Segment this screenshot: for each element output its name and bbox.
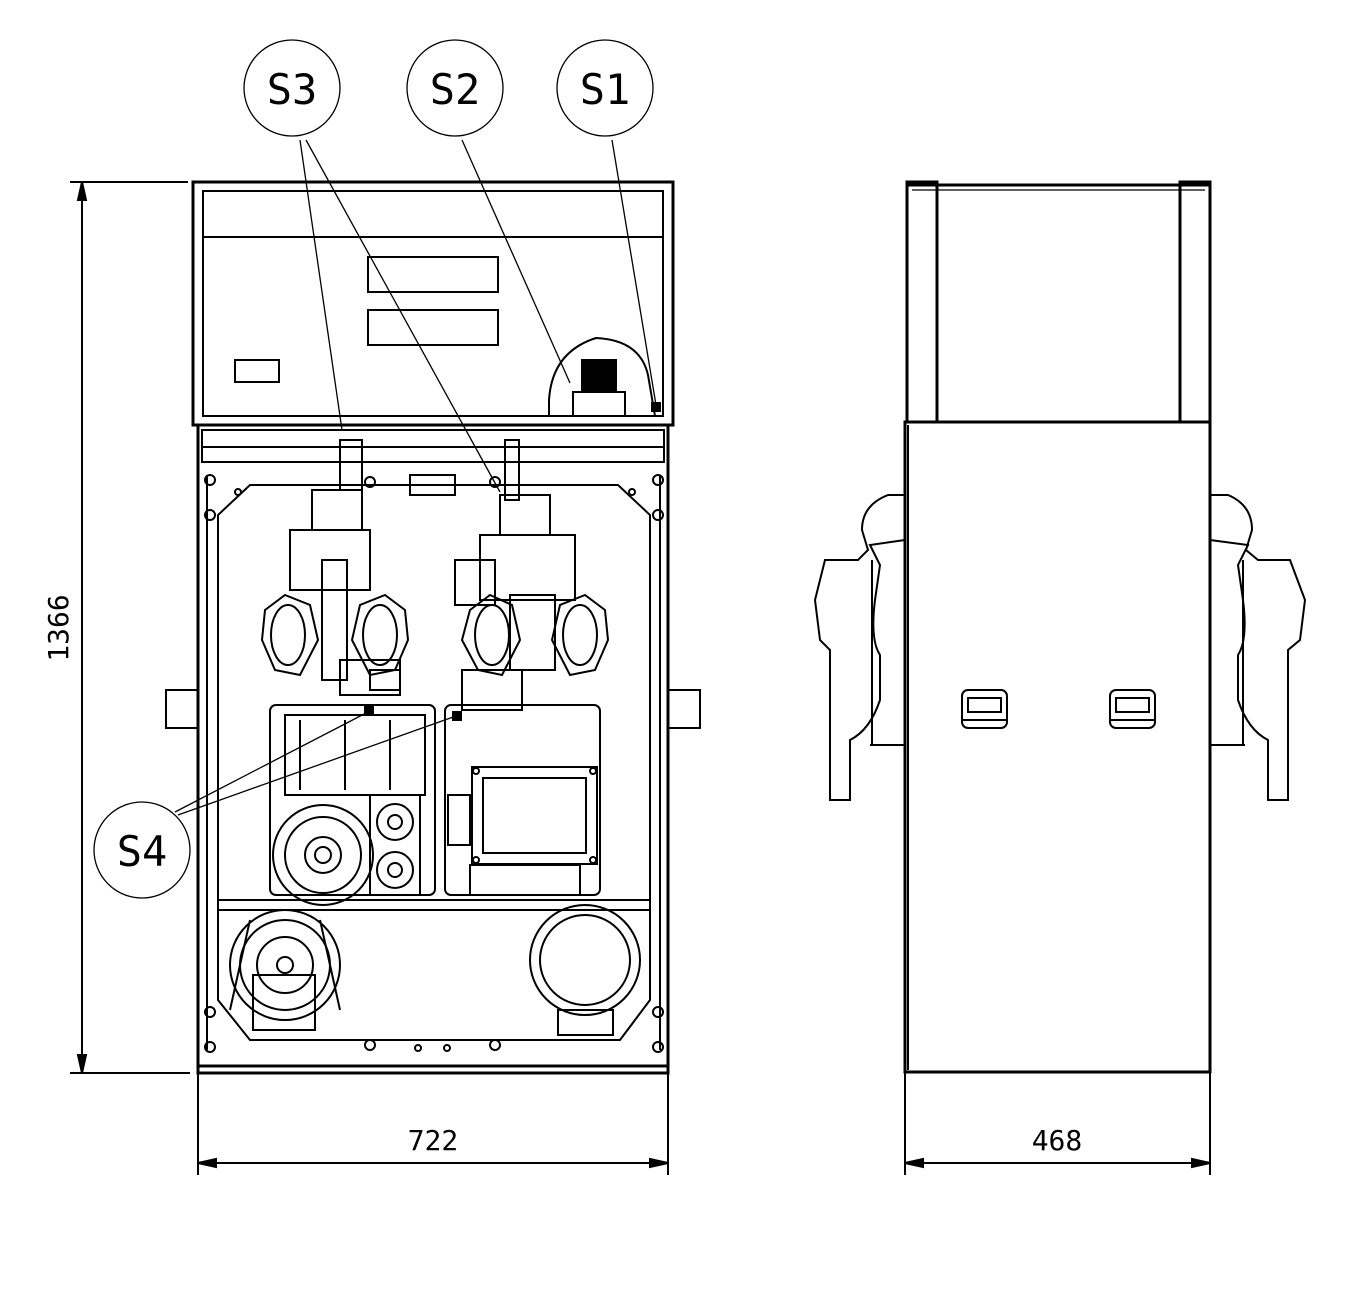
dimension-side-width-text: 468 — [1032, 1124, 1083, 1157]
right-valve-assembly — [455, 440, 608, 710]
callout-s1-label: S1 — [580, 65, 631, 114]
dimension-front-width — [198, 1073, 668, 1175]
right-nozzle — [1210, 495, 1305, 800]
callout-s1: S1 — [557, 40, 656, 405]
s4-mark-right — [453, 712, 461, 720]
small-display — [235, 360, 279, 382]
callout-s3-label: S3 — [267, 65, 318, 114]
dimension-side-width — [905, 1073, 1210, 1175]
keyswitch-block — [582, 360, 616, 392]
callout-s4: S4 — [94, 712, 456, 898]
dimension-height — [70, 182, 190, 1073]
s4-mark-left — [365, 707, 373, 715]
side-body — [905, 422, 1210, 1072]
dimension-height-text: 1366 — [42, 594, 75, 661]
display-head-inner — [203, 191, 663, 416]
cabinet-inner-frame — [218, 485, 650, 1040]
top-clip — [410, 475, 455, 495]
left-valve-assembly — [262, 440, 408, 695]
callout-s3: S3 — [244, 40, 500, 492]
price-display-lower — [368, 310, 498, 345]
side-head-right-post — [1180, 182, 1210, 422]
right-pump-unit — [445, 705, 600, 895]
price-display-upper — [368, 257, 498, 292]
left-nozzle-holder — [166, 690, 198, 728]
front-view — [166, 182, 700, 1073]
bottom-right-filter — [530, 905, 640, 1035]
right-nozzle-holder — [668, 690, 700, 728]
left-nozzle — [815, 495, 905, 800]
callout-s4-label: S4 — [117, 827, 168, 876]
callout-s2-label: S2 — [430, 65, 481, 114]
left-pump-unit — [270, 705, 435, 905]
callout-s2: S2 — [407, 40, 570, 383]
junction-box — [472, 767, 597, 864]
keyswitch-base — [573, 392, 625, 416]
bottom-left-filter — [230, 910, 340, 1030]
keyswitch-housing — [549, 338, 655, 416]
frame-bolts — [205, 475, 663, 1052]
side-handle-right — [1110, 690, 1155, 728]
left-pump-motor-outer — [273, 805, 373, 905]
cabinet-outer — [198, 425, 668, 1073]
dimension-front-width-text: 722 — [408, 1124, 459, 1157]
side-head-left-post — [907, 182, 937, 422]
side-view — [815, 182, 1305, 1072]
side-handle-left — [962, 690, 1007, 728]
